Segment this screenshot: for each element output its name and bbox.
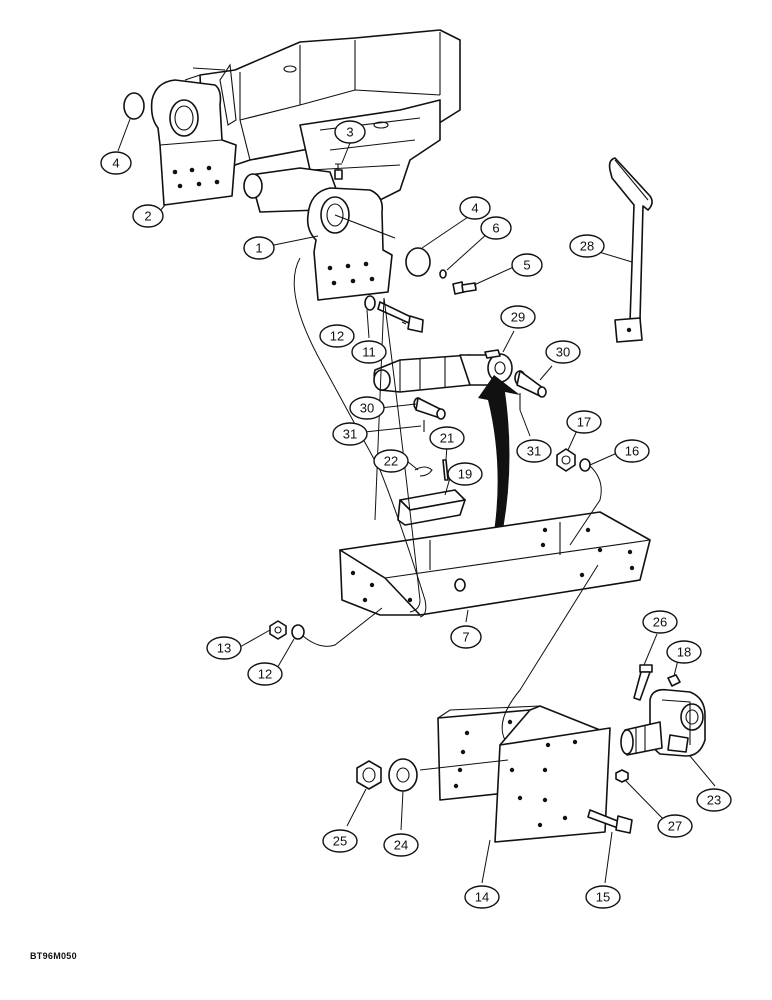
- svg-text:27: 27: [668, 819, 682, 834]
- callout-29: 29: [500, 305, 536, 329]
- callout-18: 18: [666, 640, 702, 664]
- part-27-nut: [615, 769, 629, 783]
- part-12-washer-upper: [364, 295, 376, 311]
- part-5-bolt: [452, 281, 477, 295]
- callout-7: 7: [450, 625, 482, 649]
- svg-text:1: 1: [255, 241, 262, 256]
- svg-text:28: 28: [580, 239, 594, 254]
- callout-30-right: 30: [545, 340, 581, 364]
- svg-text:19: 19: [458, 467, 472, 482]
- callout-2: 2: [132, 204, 164, 228]
- part-13-nut: [269, 620, 287, 640]
- callout-16: 16: [614, 439, 650, 463]
- callout-31-left: 31: [332, 422, 368, 446]
- svg-text:31: 31: [343, 427, 357, 442]
- callout-30-left: 30: [349, 396, 385, 420]
- svg-text:15: 15: [596, 890, 610, 905]
- svg-text:7: 7: [462, 630, 469, 645]
- svg-text:30: 30: [556, 345, 570, 360]
- part-4-washer-left: [123, 92, 145, 120]
- callout-24: 24: [383, 833, 419, 857]
- figure-code: BT96M050: [30, 951, 77, 961]
- part-30-pin-left: [413, 397, 446, 420]
- part-11-bolt: [377, 301, 424, 333]
- svg-text:6: 6: [492, 221, 499, 236]
- part-14-coupler-plates: [437, 705, 611, 843]
- part-18-grease-fitting: [667, 674, 681, 687]
- callout-11: 11: [351, 340, 387, 364]
- svg-text:24: 24: [394, 838, 408, 853]
- assembly-arrow: [478, 375, 520, 545]
- part-12-washer-lower: [291, 624, 305, 640]
- part-17-nut: [556, 448, 576, 472]
- part-4-washer-right: [405, 247, 431, 277]
- callout-1: 1: [243, 236, 275, 260]
- svg-text:12: 12: [258, 667, 272, 682]
- svg-text:13: 13: [217, 641, 231, 656]
- svg-text:4: 4: [112, 156, 119, 171]
- callout-26: 26: [642, 610, 678, 634]
- part-2-mount-bracket: [150, 79, 237, 206]
- callout-23: 23: [696, 788, 732, 812]
- callout-3: 3: [334, 120, 366, 144]
- callout-15: 15: [585, 885, 621, 909]
- part-23-swivel-hitch: [620, 688, 706, 757]
- svg-text:22: 22: [384, 454, 398, 469]
- callout-5: 5: [511, 253, 543, 277]
- part-7-tongue-tube: [339, 511, 651, 616]
- part-1-mount-bracket: [306, 187, 396, 301]
- callout-12-lower: 12: [247, 662, 283, 686]
- callout-4-right: 4: [459, 196, 491, 220]
- callout-19: 19: [447, 462, 483, 486]
- svg-text:2: 2: [144, 209, 151, 224]
- svg-text:16: 16: [625, 444, 639, 459]
- svg-text:14: 14: [475, 890, 489, 905]
- svg-text:26: 26: [653, 615, 667, 630]
- svg-text:3: 3: [346, 125, 353, 140]
- callout-4-left: 4: [100, 151, 132, 175]
- part-26-bolt: [633, 664, 653, 701]
- callout-17: 17: [566, 410, 602, 434]
- svg-text:5: 5: [523, 258, 530, 273]
- svg-text:31: 31: [527, 444, 541, 459]
- callout-28: 28: [569, 234, 605, 258]
- svg-text:12: 12: [330, 329, 344, 344]
- svg-text:17: 17: [577, 415, 591, 430]
- part-6-lockwasher: [439, 269, 447, 279]
- svg-text:21: 21: [440, 431, 454, 446]
- callout-31-right: 31: [516, 439, 552, 463]
- part-28-handle: [608, 157, 653, 343]
- svg-text:29: 29: [511, 310, 525, 325]
- callout-14: 14: [464, 885, 500, 909]
- svg-text:30: 30: [360, 401, 374, 416]
- part-30-pin-right: [514, 370, 547, 398]
- callout-22: 22: [373, 449, 409, 473]
- part-15-bolt: [587, 809, 633, 834]
- svg-text:23: 23: [707, 793, 721, 808]
- callout-13: 13: [206, 636, 242, 660]
- callout-25: 25: [322, 829, 358, 853]
- part-3-grease-fitting: [334, 163, 343, 180]
- part-22-clip: [414, 466, 433, 477]
- callout-12-upper: 12: [319, 324, 355, 348]
- callout-6: 6: [480, 216, 512, 240]
- svg-text:11: 11: [362, 345, 376, 360]
- svg-text:18: 18: [677, 645, 691, 660]
- callout-27: 27: [657, 814, 693, 838]
- part-16-washer: [579, 458, 591, 472]
- callouts: 1 2 3 4 4 5 6 7 11 12 12 13 14 15 16 17 …: [100, 120, 732, 909]
- part-21-pin: [442, 459, 449, 481]
- part-29-cylinder: [373, 349, 513, 393]
- svg-text:25: 25: [333, 834, 347, 849]
- svg-text:4: 4: [471, 201, 478, 216]
- part-25-nut: [356, 760, 382, 790]
- callout-21: 21: [429, 426, 465, 450]
- part-24-washer: [388, 758, 418, 792]
